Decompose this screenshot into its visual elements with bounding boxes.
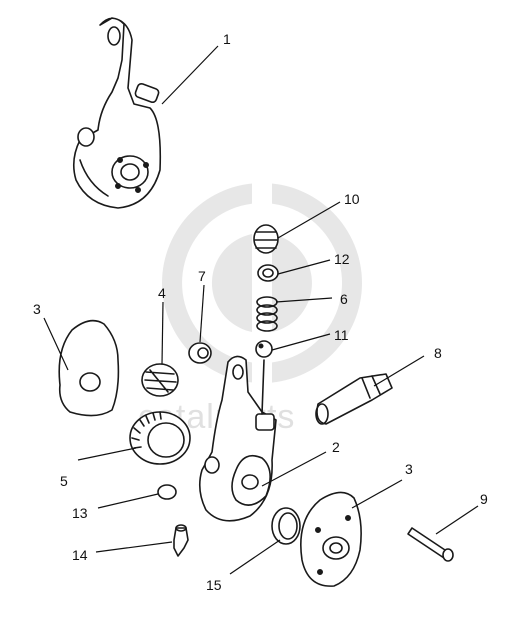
leader-lines [43,45,479,575]
part-13-plug [157,484,177,500]
leader-1 [161,45,219,105]
part-3-cover-plate-right [300,491,362,587]
callout-7: 7 [198,268,206,284]
callout-3b: 3 [405,461,413,477]
leader-8 [373,355,425,387]
callout-11: 11 [334,327,349,343]
part-7-bushing [188,342,212,364]
part-9-pin [407,527,454,562]
leader-6 [275,297,333,303]
leader-5 [77,447,137,461]
leader-13 [97,493,159,509]
callout-14: 14 [72,547,88,563]
part-15-seal [271,507,301,545]
leader-3b [351,479,403,509]
callout-15: 15 [206,577,222,593]
leader-12 [277,259,331,275]
leader-7 [199,284,205,343]
part-11-ball [255,340,273,358]
leader-4 [161,301,164,365]
part-3-cover-plate-left [58,319,120,417]
callout-labels: 1 2 3 3 4 5 6 7 8 9 10 11 12 13 14 15 [33,31,488,593]
part-6-spring [256,296,278,332]
callout-4: 4 [158,285,166,301]
leader-15 [229,539,281,575]
part-5-worm-wheel [129,411,191,465]
leader-14 [95,541,173,553]
leader-11 [271,333,331,351]
part-2-adjuster-body [198,355,277,522]
callout-10: 10 [344,191,360,207]
leader-3a [43,317,69,371]
callout-9: 9 [480,491,488,507]
part-12-washer [257,264,279,282]
part-4-worm [141,363,179,397]
callout-6: 6 [340,291,348,307]
part-1-slack-adjuster [72,17,162,209]
part-10-plug-screw [253,224,279,254]
callout-1: 1 [223,31,231,47]
callout-12: 12 [334,251,350,267]
part-14-grease-nipple [173,524,189,557]
callout-13: 13 [72,505,88,521]
callout-5: 5 [60,473,68,489]
leader-2 [261,451,327,487]
leader-9 [435,505,479,535]
callout-3a: 3 [33,301,41,317]
callout-2: 2 [332,439,340,455]
leader-10 [277,201,341,239]
callout-8: 8 [434,345,442,361]
